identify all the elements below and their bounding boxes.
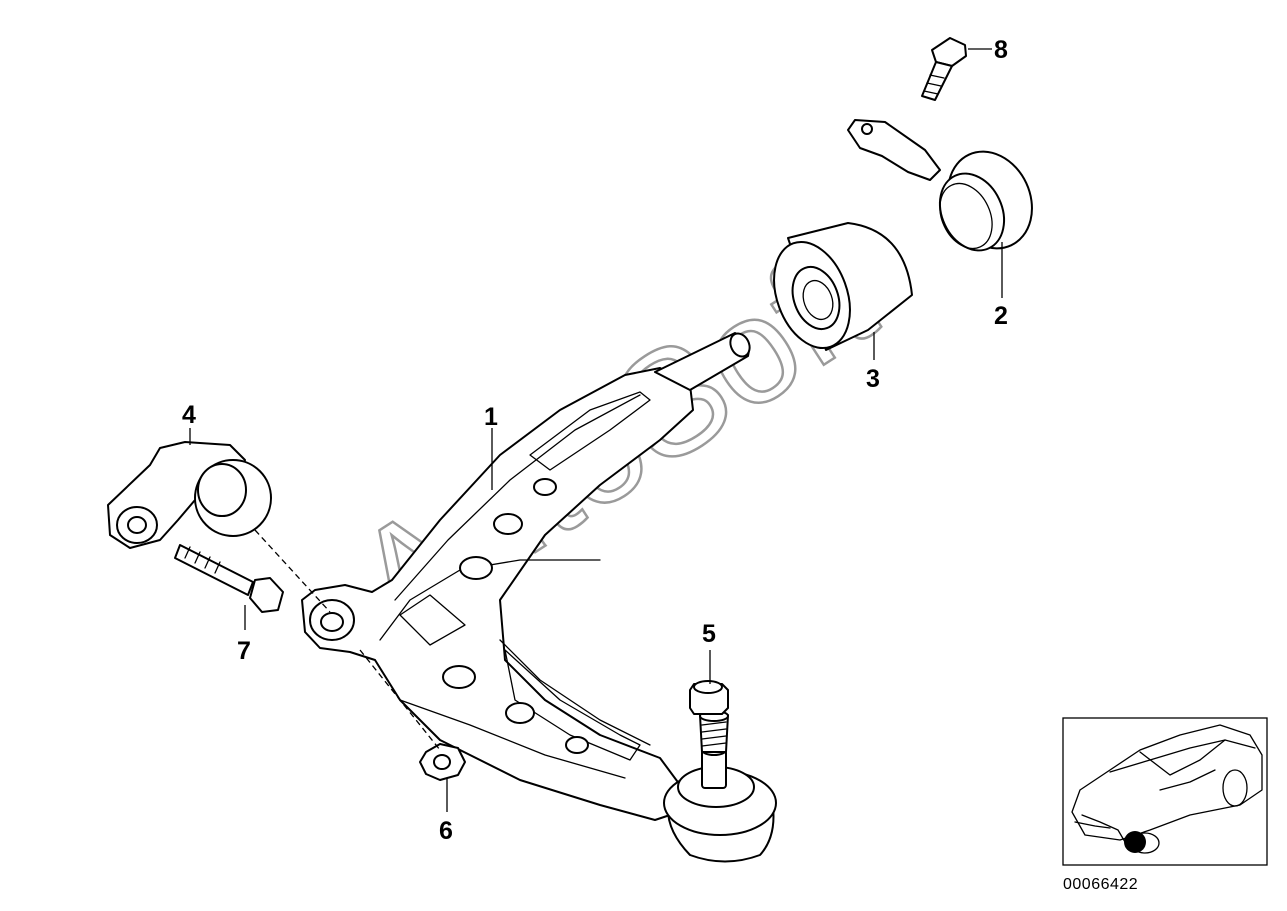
rubber-mount-bracket[interactable] [847,119,1047,262]
rubber-bushing[interactable] [760,222,913,359]
assembly-line-nut [359,649,441,751]
hex-nut[interactable] [419,743,466,781]
control-arm[interactable] [301,330,753,821]
part-label-8: 8 [994,36,1008,64]
part-label-4: 4 [182,401,196,429]
part-label-5: 5 [702,620,716,648]
bolt[interactable] [921,37,967,101]
part-label-1: 1 [484,403,498,431]
part-label-3: 3 [866,365,880,393]
hex-bolt[interactable] [174,544,284,613]
bearing-bracket[interactable] [107,441,272,549]
ball-joint[interactable] [663,710,777,863]
self-locking-nut[interactable] [689,680,729,715]
vehicle-location-thumbnail [1062,717,1268,866]
location-marker-icon [1124,831,1146,853]
part-label-2: 2 [994,302,1008,330]
part-label-7: 7 [237,637,251,665]
part-label-6: 6 [439,817,453,845]
assembly-line-bushing [254,529,331,613]
diagram-number: 00066422 [1063,876,1138,893]
